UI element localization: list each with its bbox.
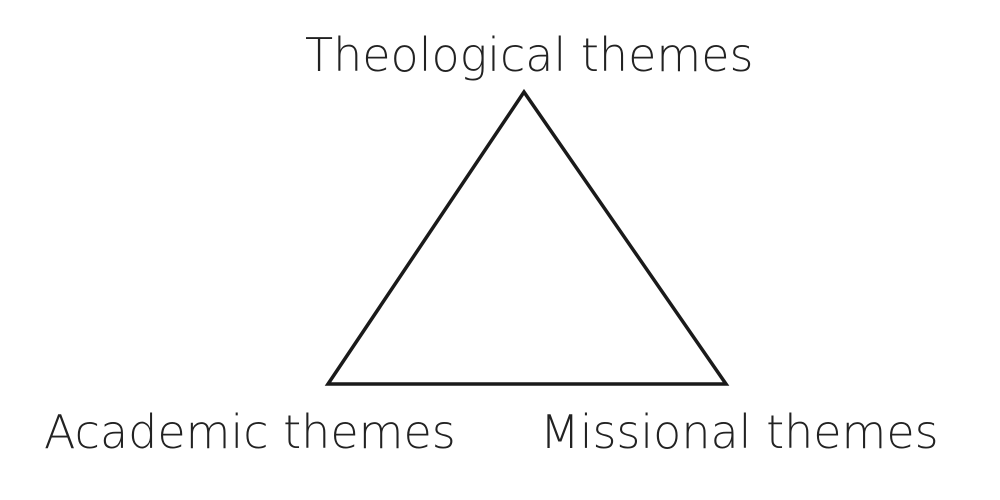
node-label-academic-themes: Academic themes [44,405,456,459]
node-label-theological-themes: Theological themes [305,28,754,82]
node-label-missional-themes: Missional themes [540,405,939,459]
triangle-outline [324,88,730,386]
